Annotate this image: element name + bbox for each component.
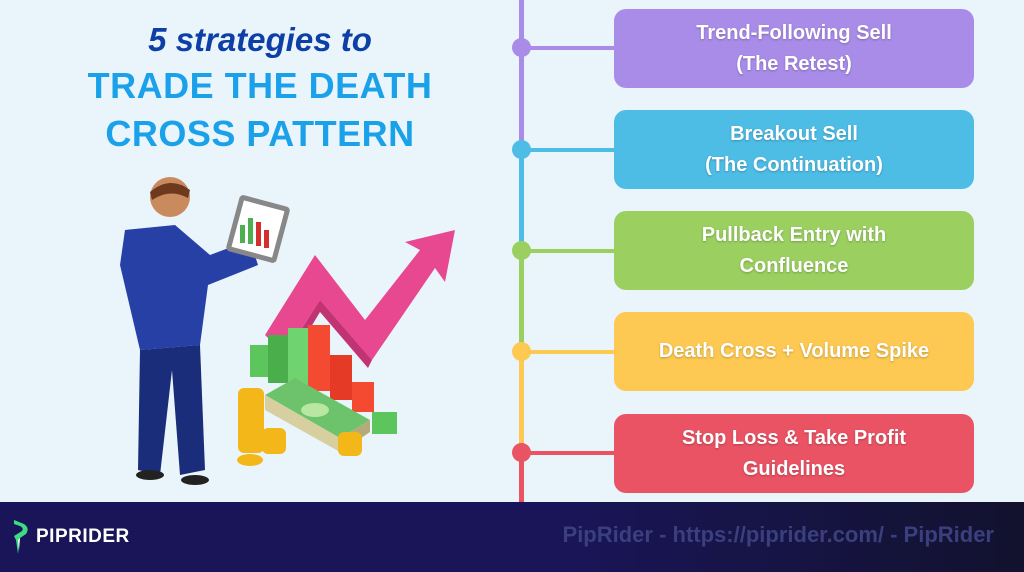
watermark-text: PipRider - https://piprider.com/ - PipRi…: [562, 522, 994, 547]
piprider-logo-icon: [14, 520, 28, 554]
strategy-title: Breakout Sell: [730, 122, 858, 145]
timeline-line: [519, 148, 524, 250]
coin-stack-icon: [237, 388, 362, 466]
timeline-node: [512, 342, 531, 361]
timeline-line: [519, 0, 524, 148]
timeline-connector: [522, 46, 616, 50]
banknote-icon: [265, 378, 370, 452]
timeline-node: [512, 241, 531, 260]
strategy-card-volume-spike: Death Cross + Volume Spike: [614, 312, 974, 391]
timeline-connector: [522, 249, 616, 253]
strategy-title: Trend-Following Sell: [696, 21, 892, 44]
logo-text: PIPRIDER: [36, 526, 130, 547]
timeline-line: [519, 453, 524, 503]
trader-illustration: [120, 177, 455, 485]
timeline-node: [512, 443, 531, 462]
timeline-node: [512, 140, 531, 159]
tablet-chart-icon: [226, 195, 290, 263]
strategy-card-trend-following: Trend-Following Sell (The Retest): [614, 9, 974, 88]
piprider-logo[interactable]: PIPRIDER: [12, 520, 130, 554]
bar-chart-icon: [250, 325, 397, 434]
title-main-line1: TRADE THE DEATH: [87, 65, 433, 106]
title-main-line2: CROSS PATTERN: [105, 113, 415, 154]
timeline-connector: [522, 350, 616, 354]
title-subtitle: 5 strategies to: [148, 21, 372, 58]
timeline-line: [519, 250, 524, 352]
strategy-subtitle: Confluence: [739, 254, 849, 277]
strategy-title: Death Cross + Volume Spike: [658, 340, 930, 362]
businessman-icon: [120, 177, 258, 485]
timeline-connector: [522, 148, 616, 152]
strategy-subtitle: (The Continuation): [705, 153, 883, 176]
strategy-subtitle: Guidelines: [742, 457, 846, 480]
timeline-connector: [522, 451, 616, 455]
footer-bar: PIPRIDER PipRider - https://piprider.com…: [0, 502, 1024, 572]
strategy-card-breakout: Breakout Sell (The Continuation): [614, 110, 974, 189]
strategy-title: Stop Loss & Take Profit: [681, 426, 907, 449]
strategy-title: Pullback Entry with: [701, 223, 887, 246]
timeline-line: [519, 352, 524, 453]
strategy-subtitle: (The Retest): [736, 52, 852, 75]
timeline-node: [512, 38, 531, 57]
title-block: 5 strategies to TRADE THE DEATH CROSS PA…: [60, 18, 460, 158]
